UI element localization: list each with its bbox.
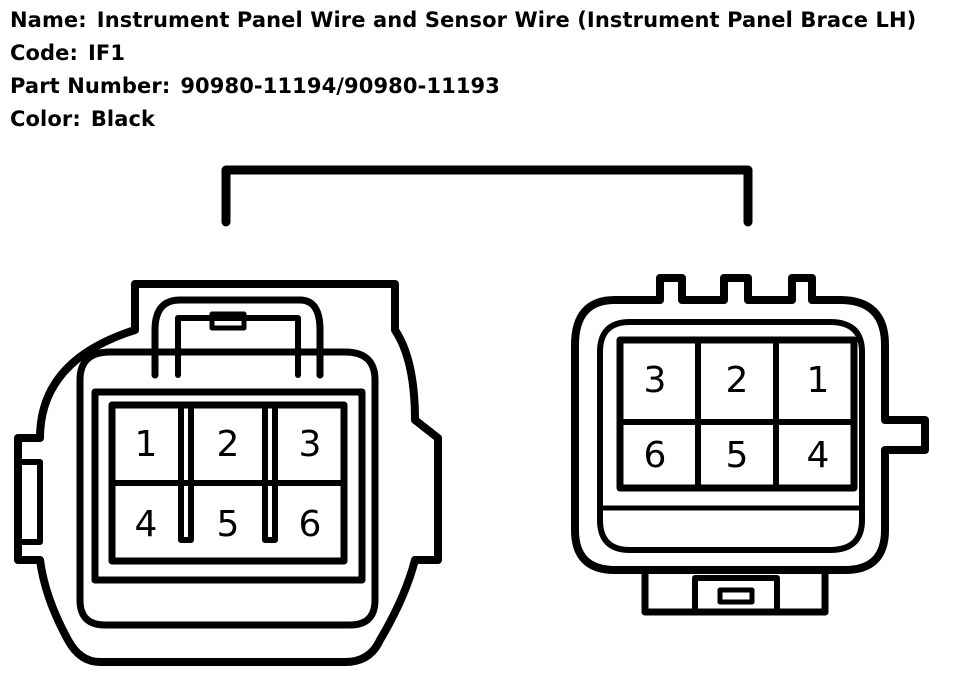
code-value: IF1 [88, 41, 126, 65]
left-connector-cavity-frame [91, 388, 366, 584]
part-number-value: 90980-11194/90980-11193 [180, 74, 500, 98]
name-line: Name: Instrument Panel Wire and Sensor Wi… [10, 4, 916, 37]
left-pin-3: 3 [299, 424, 322, 465]
right-connector-inner-shell [597, 319, 865, 553]
right-connector-terminal-block [616, 336, 858, 492]
left-pin-1: 1 [135, 424, 158, 465]
left-connector-latch-inner [175, 315, 301, 378]
right-pin-4: 4 [807, 435, 830, 476]
left-connector-separator-1 [178, 402, 194, 543]
right-connector: 3 2 1 6 5 4 [571, 274, 929, 616]
connector-info-block: Name: Instrument Panel Wire and Sensor Wi… [10, 4, 916, 136]
code-label: Code: [10, 41, 79, 65]
code-line: Code: IF1 [10, 37, 916, 70]
left-pin-5: 5 [217, 504, 240, 545]
left-connector: 1 2 3 4 5 6 [14, 280, 442, 666]
part-number-label: Part Number: [10, 74, 171, 98]
left-pin-2: 2 [217, 424, 240, 465]
left-connector-outer-body [14, 280, 442, 666]
right-pin-3: 3 [644, 360, 667, 401]
color-line: Color: Black [10, 103, 916, 136]
name-value: Instrument Panel Wire and Sensor Wire (I… [96, 8, 917, 32]
right-pin-5: 5 [726, 435, 749, 476]
left-connector-separator-2 [262, 402, 278, 543]
part-number-line: Part Number: 90980-11194/90980-11193 [10, 70, 916, 103]
right-connector-lock-window [717, 587, 755, 605]
right-connector-outer-body [571, 274, 929, 574]
mating-bracket-line [221, 165, 753, 227]
left-connector-latch-window [209, 311, 247, 331]
left-pin-6: 6 [299, 504, 322, 545]
right-pin-1: 1 [807, 360, 830, 401]
right-connector-lock-tab [692, 575, 780, 615]
right-pin-2: 2 [726, 360, 749, 401]
left-connector-lock-latch [151, 296, 324, 379]
color-value: Black [90, 107, 156, 131]
right-pin-6: 6 [644, 435, 667, 476]
color-label: Color: [10, 107, 81, 131]
left-connector-side-tab [15, 459, 43, 545]
left-pin-4: 4 [135, 504, 158, 545]
left-connector-inner-shell [76, 348, 379, 629]
name-label: Name: [10, 8, 87, 32]
